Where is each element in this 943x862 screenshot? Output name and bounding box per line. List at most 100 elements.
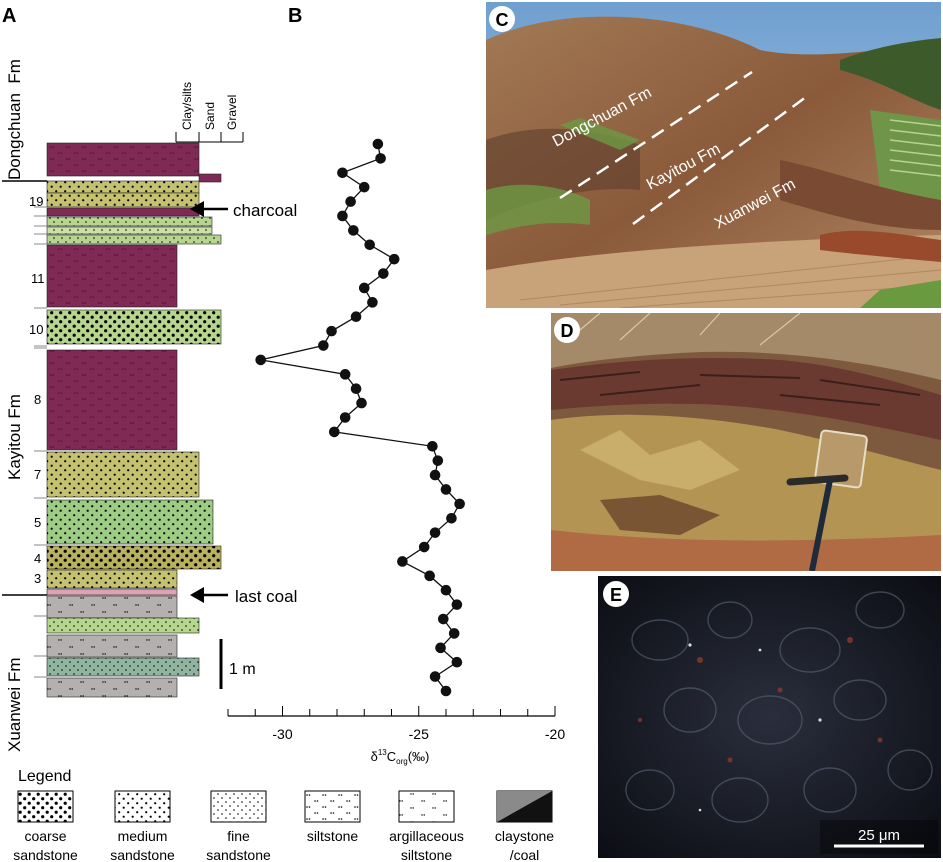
bed-number-19: 19 (29, 194, 43, 209)
panel-e-label: E (610, 585, 622, 605)
bed-number-8: 8 (34, 392, 41, 407)
x-tick-label: -20 (545, 726, 565, 742)
isotope-point-23 (432, 455, 444, 466)
isotope-point-10 (378, 268, 389, 279)
formation-kayitou: Kayitou Fm (5, 394, 24, 480)
legend-label: sandstone (13, 847, 78, 862)
charcoal-label: charcoal (233, 201, 297, 220)
legend-swatch-coal (497, 791, 552, 822)
isotope-point-19 (356, 397, 367, 409)
legend-item-argsilt: argillaceous siltstone (389, 790, 464, 862)
isotope-point-7 (348, 225, 359, 236)
legend-label: siltstone (307, 828, 359, 844)
isotope-point-33 (451, 599, 463, 610)
stratigraphic-column: Clay/silts Sand Gravel (2, 59, 297, 752)
scale-bar-label: 1 m (229, 661, 256, 678)
isotope-point-30 (397, 556, 408, 567)
isotope-chart: -30-25-20 δ13Corg(‰) (227, 138, 565, 766)
legend-item-fine: fine sandstone (206, 790, 271, 862)
bed-last-coal (46, 588, 178, 596)
legend-swatch (114, 790, 171, 823)
legend-title: Legend (18, 768, 71, 785)
isotope-point-26 (454, 498, 465, 510)
panel-d-badge (554, 317, 580, 343)
legend-item-silt: siltstone (304, 790, 361, 844)
isotope-point-12 (367, 297, 378, 308)
legend-label: /coal (510, 847, 540, 862)
isotope-point-9 (388, 253, 400, 265)
legend-label: coarse (24, 828, 66, 844)
isotope-point-38 (429, 671, 441, 682)
isotope-point-24 (429, 469, 441, 481)
grain-scale-clay: Clay/silts (180, 82, 194, 130)
isotope-series-line (260, 143, 461, 692)
isotope-point-6 (337, 210, 348, 222)
charcoal-arrow (190, 201, 228, 217)
panel-c-badge (489, 6, 515, 32)
isotope-point-18 (350, 383, 362, 395)
legend-label: medium (118, 828, 168, 844)
bed-number-3: 3 (34, 571, 41, 586)
legend-swatch (398, 790, 455, 823)
legend-label: argillaceous (389, 828, 464, 844)
isotope-point-31 (424, 570, 435, 582)
x-tick-label: -25 (409, 726, 429, 742)
legend-label: sandstone (110, 847, 175, 862)
bed-number-11: 11 (31, 271, 45, 286)
photo-micrograph: 25 μm (598, 576, 941, 858)
photo-sample (551, 313, 941, 571)
last-coal-arrow (190, 587, 228, 603)
legend-swatch (210, 790, 267, 823)
legend-item-coarse: coarse sandstone (13, 790, 78, 862)
formation-dongchuan: Dongchuan Fm (5, 59, 24, 180)
isotope-point-32 (440, 584, 452, 596)
x-tick-label: -30 (272, 726, 292, 742)
panel-c-label: C (496, 10, 509, 30)
isotope-point-28 (429, 527, 441, 538)
panel-a-label: A (2, 5, 16, 27)
legend-label: siltstone (401, 847, 453, 862)
legend-swatch (304, 790, 361, 823)
isotope-point-34 (437, 613, 449, 625)
legend-label: fine (227, 828, 250, 844)
isotope-point-17 (339, 369, 351, 380)
legend-item-medium: medium sandstone (110, 790, 175, 862)
legend: Legend coarsesandstonemediumsandstonefin… (13, 768, 554, 862)
bed-number-7: 7 (34, 467, 41, 482)
formation-xuanwei: Xuanwei Fm (5, 658, 24, 752)
isotope-point-15 (318, 340, 329, 351)
isotope-point-13 (350, 311, 362, 323)
grain-scale-gravel: Gravel (225, 95, 239, 130)
legend-item-clay: claystone/coal (495, 790, 554, 862)
isotope-point-29 (418, 541, 430, 553)
last-coal-label: last coal (235, 587, 297, 606)
isotope-point-22 (427, 440, 438, 452)
isotope-point-36 (435, 642, 446, 654)
isotope-point-14 (326, 325, 337, 337)
bed-number-5: 5 (34, 515, 41, 530)
bed-number-4: 4 (34, 551, 41, 566)
legend-label: sandstone (206, 847, 271, 862)
isotope-point-8 (364, 239, 376, 251)
isotope-point-21 (328, 426, 340, 438)
isotope-point-25 (440, 484, 452, 495)
legend-swatch (17, 790, 74, 823)
isotope-point-1 (372, 138, 384, 150)
bed-number-10: 10 (29, 322, 43, 337)
bed-dongchuan-lens (198, 173, 222, 183)
legend-label: claystone (495, 828, 554, 844)
isotope-point-39 (440, 685, 452, 697)
isotope-point-4 (358, 181, 370, 193)
panel-e-badge (603, 581, 629, 607)
isotope-point-37 (451, 656, 463, 668)
grain-size-scale (175, 132, 244, 143)
panel-d-label: D (561, 321, 574, 341)
isotope-point-20 (339, 412, 351, 423)
bed-charcoal (46, 207, 200, 217)
isotope-point-27 (446, 512, 457, 524)
isotope-point-3 (337, 167, 348, 179)
micro-scale-label: 25 μm (858, 827, 900, 844)
grain-scale-sand: Sand (203, 102, 217, 130)
panel-b-label: B (288, 5, 302, 27)
